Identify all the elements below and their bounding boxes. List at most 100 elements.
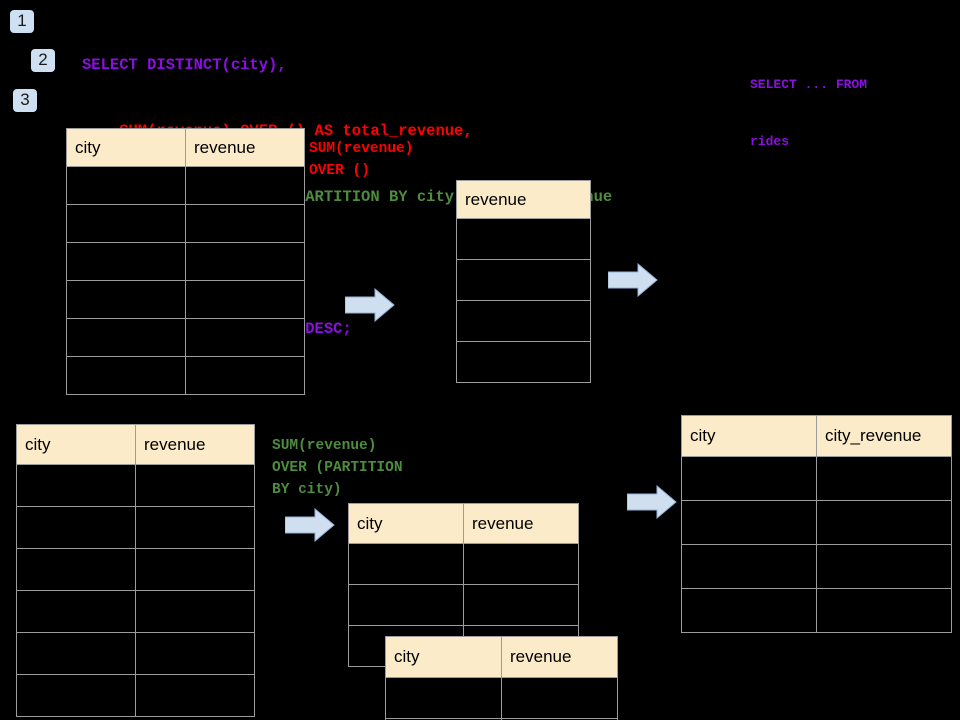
table-cell <box>816 500 952 545</box>
table-header-row: city revenue <box>385 636 618 678</box>
table-header-row: revenue <box>456 180 591 219</box>
table-source-bottom: city revenue <box>16 424 255 717</box>
annotation-city-revenue: SUM(revenue) OVER (PARTITION BY city) <box>272 438 403 498</box>
table-row <box>681 456 952 501</box>
step-badge-1: 1 <box>10 10 34 33</box>
table-cell <box>816 544 952 589</box>
table-row <box>66 166 305 205</box>
column-header-revenue: revenue <box>456 180 591 219</box>
table-cell <box>681 588 817 633</box>
table-cell <box>16 632 136 675</box>
table-cell <box>66 166 186 205</box>
table-cell <box>185 356 305 395</box>
table-cell <box>16 506 136 549</box>
table-result: city city_revenue <box>681 415 952 633</box>
column-header-city-revenue: city_revenue <box>816 415 952 457</box>
table-cell <box>385 677 502 719</box>
table-partition-back: city revenue <box>348 503 579 667</box>
table-cell <box>135 632 255 675</box>
table-cell <box>66 356 186 395</box>
table-cell <box>816 456 952 501</box>
table-row <box>16 548 255 591</box>
side-note-select-from: SELECT ... FROM rides <box>750 37 867 189</box>
table-header-row: city revenue <box>66 128 305 167</box>
table-row <box>66 318 305 357</box>
column-header-revenue: revenue <box>501 636 618 678</box>
arrow-total-to-result <box>608 263 658 297</box>
table-row <box>66 280 305 319</box>
table-row <box>385 718 618 720</box>
table-row <box>348 543 579 585</box>
column-header-city: city <box>681 415 817 457</box>
table-row <box>385 677 618 719</box>
table-total-revenue: revenue <box>456 180 591 383</box>
table-cell <box>16 548 136 591</box>
table-row <box>681 500 952 545</box>
arrow-partition-to-result <box>627 485 677 519</box>
step-badge-2: 2 <box>31 49 55 72</box>
table-cell <box>135 674 255 717</box>
table-cell <box>456 259 591 301</box>
table-cell <box>135 506 255 549</box>
table-cell <box>681 500 817 545</box>
table-row <box>456 218 591 260</box>
annotation-total-revenue: SUM(revenue) OVER () <box>309 141 414 179</box>
column-header-city: city <box>385 636 502 678</box>
table-header-row: city revenue <box>16 424 255 465</box>
step-badge-3: 3 <box>13 89 37 112</box>
column-header-revenue: revenue <box>185 128 305 167</box>
table-row <box>681 588 952 633</box>
table-row <box>16 464 255 507</box>
column-header-city: city <box>66 128 186 167</box>
table-row <box>66 356 305 395</box>
table-cell <box>501 718 618 720</box>
table-row <box>16 632 255 675</box>
table-cell <box>66 242 186 281</box>
table-cell <box>135 464 255 507</box>
table-cell <box>66 318 186 357</box>
table-source-top: city revenue <box>66 128 305 395</box>
table-partition-front: city revenue <box>385 636 618 720</box>
table-cell <box>456 300 591 342</box>
column-header-city: city <box>16 424 136 465</box>
column-header-city: city <box>348 503 464 544</box>
table-cell <box>185 318 305 357</box>
arrow-source-to-total <box>345 288 395 322</box>
table-cell <box>348 584 464 626</box>
table-cell <box>185 166 305 205</box>
table-cell <box>66 204 186 243</box>
table-cell <box>16 674 136 717</box>
table-cell <box>501 677 618 719</box>
table-row <box>456 259 591 301</box>
sql-line-select: SELECT DISTINCT(city), <box>82 56 287 74</box>
table-cell <box>463 543 579 585</box>
table-row <box>16 674 255 717</box>
table-row <box>16 590 255 633</box>
table-cell <box>456 341 591 383</box>
column-header-revenue: revenue <box>463 503 579 544</box>
table-cell <box>135 590 255 633</box>
table-cell <box>463 584 579 626</box>
side-note-line-2: rides <box>750 134 790 149</box>
table-cell <box>681 456 817 501</box>
table-row <box>456 341 591 383</box>
arrow-source-to-partition <box>285 508 335 542</box>
column-header-revenue: revenue <box>135 424 255 465</box>
table-cell <box>16 464 136 507</box>
table-row <box>16 506 255 549</box>
table-cell <box>816 588 952 633</box>
table-row <box>66 204 305 243</box>
table-row <box>456 300 591 342</box>
table-cell <box>16 590 136 633</box>
table-row <box>348 584 579 626</box>
table-row <box>681 544 952 589</box>
table-cell <box>135 548 255 591</box>
table-header-row: city revenue <box>348 503 579 544</box>
table-cell <box>66 280 186 319</box>
table-cell <box>348 543 464 585</box>
table-cell <box>185 242 305 281</box>
table-row <box>66 242 305 281</box>
table-header-row: city city_revenue <box>681 415 952 457</box>
side-note-line-1: SELECT ... FROM <box>750 77 868 92</box>
table-cell <box>185 280 305 319</box>
